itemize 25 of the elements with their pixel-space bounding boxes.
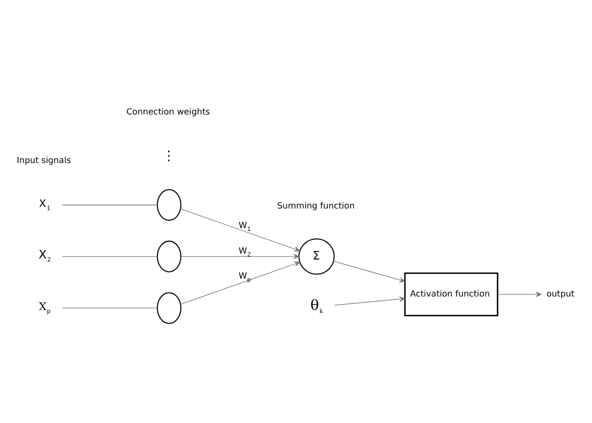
label: Input signals [16,154,71,164]
arrow [334,296,406,305]
edge-label: W$_{1}$ [238,220,251,233]
node-text: output [546,288,574,298]
label: ⋮ [162,148,176,164]
arrow [180,260,300,304]
node-text: θ$_{k}$ [310,297,324,314]
label: Summing function [277,200,355,210]
node-box: Activation function [404,272,498,316]
connector [62,204,158,205]
node-text: X$_{p}$ [38,300,51,314]
node-circle: Σ [298,238,335,274]
node-circle [156,188,182,220]
label: Connection weights [126,106,210,116]
arrow [333,260,406,282]
edge-label: W$_{p}$ [238,270,251,283]
connector [62,307,158,308]
edge-label: W$_{2}$ [238,245,251,258]
node-text: X$_{1}$ [38,197,51,212]
arrow [180,208,300,252]
arrow [498,291,542,297]
arrow [180,253,300,259]
node-text: X$_{2}$ [38,247,51,264]
node-circle [156,292,182,324]
node-circle [156,240,182,272]
